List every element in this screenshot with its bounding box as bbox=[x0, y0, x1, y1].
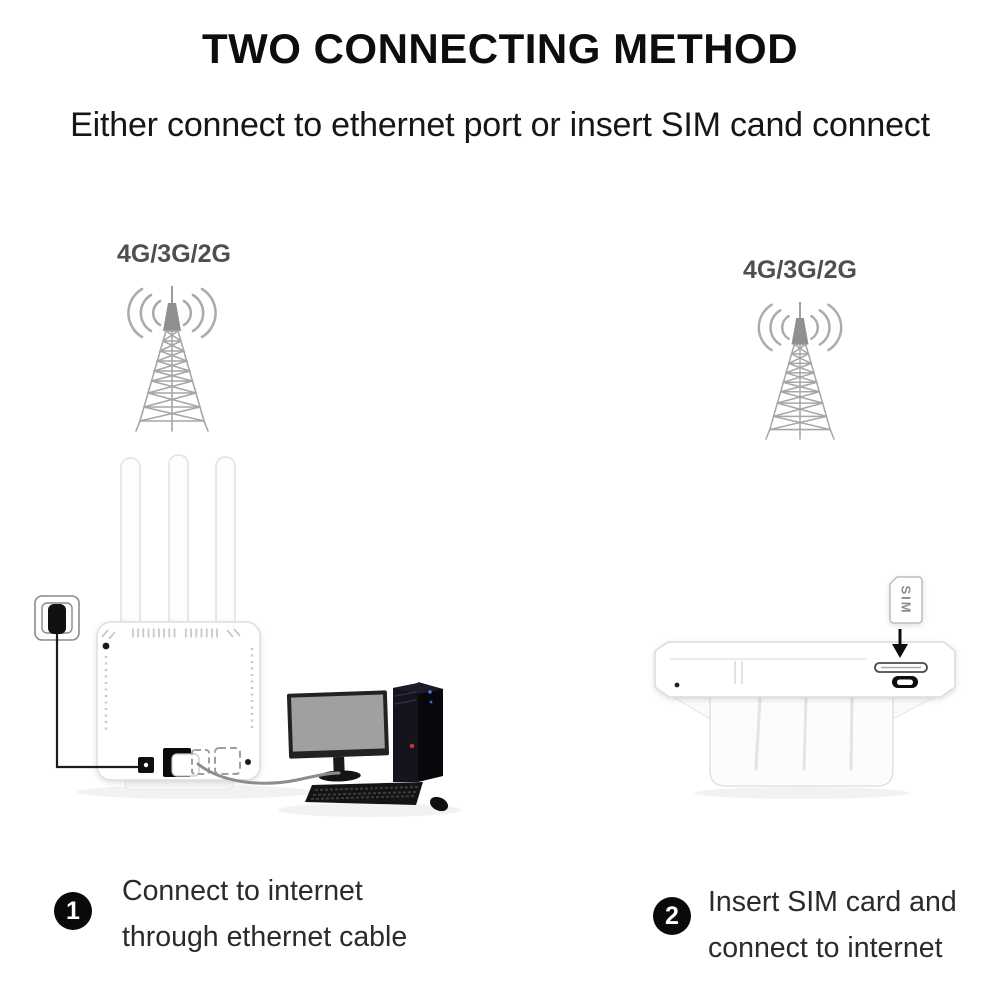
router-led-dot bbox=[102, 642, 110, 650]
step-2-line-2: connect to internet bbox=[708, 932, 943, 964]
step-1-badge: 1 bbox=[54, 892, 92, 930]
router-fins bbox=[709, 694, 894, 787]
keyboard bbox=[305, 782, 423, 805]
monitor-screen bbox=[291, 694, 385, 752]
step-2-caption: Insert SIM card and connect to internet bbox=[708, 879, 957, 971]
page-subtitle: Either connect to ethernet port or inser… bbox=[70, 106, 930, 144]
wall-plug-icon bbox=[34, 595, 80, 641]
pc-tower bbox=[393, 682, 443, 782]
step-1-line-2: through ethernet cable bbox=[122, 921, 408, 953]
panel-notches bbox=[734, 661, 743, 684]
reset-dot bbox=[674, 682, 680, 688]
router-back-panel bbox=[96, 621, 261, 781]
sim-insert-illustration: SIM bbox=[654, 576, 956, 799]
lan-port-outline bbox=[191, 749, 210, 775]
step-2-line-1: Insert SIM card and bbox=[708, 886, 957, 918]
cell-tower-right bbox=[757, 300, 843, 441]
step-2-badge: 2 bbox=[653, 897, 691, 935]
ethernet-cable bbox=[196, 762, 341, 785]
cell-tower-left bbox=[127, 284, 217, 433]
router-bottom-panel bbox=[654, 641, 956, 698]
router-antennas bbox=[120, 454, 236, 649]
lan-port-outline bbox=[214, 747, 241, 775]
router-ports bbox=[138, 747, 251, 777]
reset-dot bbox=[245, 759, 251, 765]
sim-card-icon: SIM bbox=[889, 576, 923, 624]
page-title: TWO CONNECTING METHOD bbox=[201, 25, 799, 72]
step-1-number: 1 bbox=[66, 896, 80, 925]
step-1-line-1: Connect to internet bbox=[122, 875, 363, 907]
power-cable bbox=[55, 634, 138, 769]
step-1-caption: Connect to internet through ethernet cab… bbox=[122, 868, 407, 960]
ethernet-connection-illustration bbox=[34, 454, 462, 817]
down-arrow-icon bbox=[892, 629, 908, 658]
network-label-right: 4G/3G/2G bbox=[743, 256, 857, 284]
step-2-number: 2 bbox=[665, 901, 679, 930]
network-label-left: 4G/3G/2G bbox=[117, 240, 231, 268]
mouse bbox=[429, 796, 449, 812]
monitor bbox=[286, 690, 390, 782]
rj45-connector bbox=[171, 753, 200, 777]
sim-card-label: SIM bbox=[899, 585, 914, 614]
router-vents bbox=[101, 628, 254, 732]
